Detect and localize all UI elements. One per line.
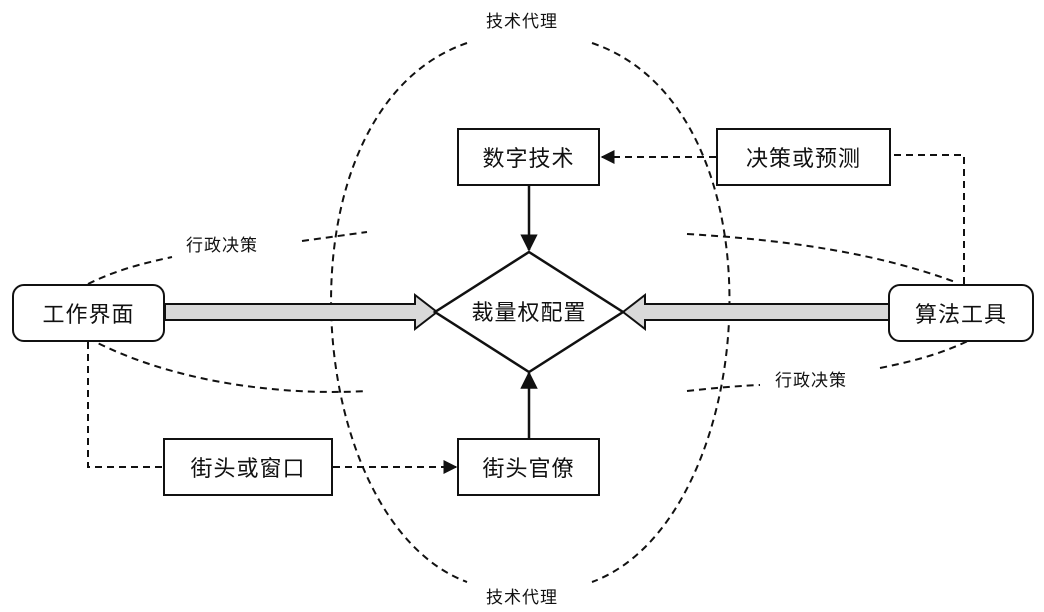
work-interface-thick-arrow [164,292,439,332]
algorithm-to-decision-connector [891,154,965,284]
admin-decision-curve-right-lower-tail [879,339,971,369]
discretion-allocation-label: 裁量权配置 [471,301,587,326]
tech-agency-label-bottom: 技术代理 [486,588,558,608]
algorithm-tool-node: 算法工具 [888,284,1034,342]
admin-decision-curve-left-upper-tail [301,231,368,242]
admin-decision-curve-left-lower [87,337,368,393]
admin-decision-curve-right-lower [686,384,761,392]
decision-or-prediction-node: 决策或预测 [716,128,891,186]
digital-technology-node: 数字技术 [457,128,600,186]
tech-agency-label-top: 技术代理 [486,12,558,32]
admin-decision-curve-right-upper [686,233,956,283]
admin-decision-label-right: 行政决策 [775,371,847,391]
discretion-allocation-diamond [432,250,626,374]
work-interface-node: 工作界面 [12,284,165,342]
street-bureaucrat-node: 街头官僚 [457,438,600,496]
algorithm-tool-thick-arrow [621,292,891,332]
interface-to-street-connector [87,342,163,468]
admin-decision-curve-left-upper [87,256,173,285]
street-or-window-node: 街头或窗口 [163,438,333,496]
admin-decision-label-left: 行政决策 [186,236,258,256]
